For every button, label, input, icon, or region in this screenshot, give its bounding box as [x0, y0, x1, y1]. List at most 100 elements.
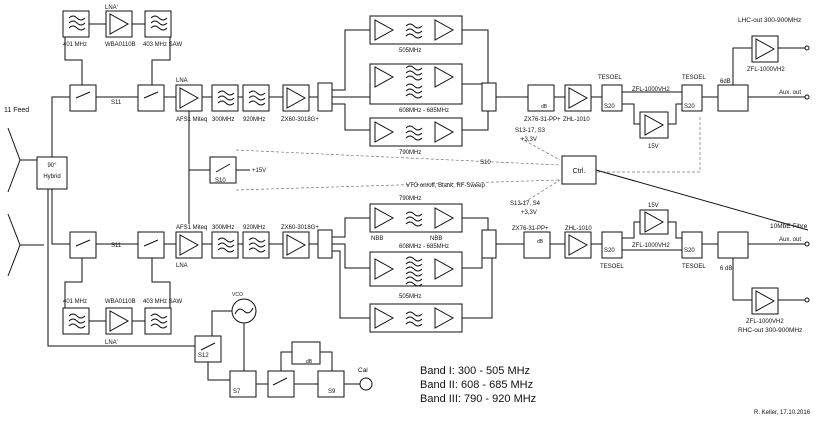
vco: VCO — [232, 292, 243, 298]
afs-bottom: AFS1 Miteq — [176, 225, 207, 231]
lna-main-top: LNA — [176, 78, 188, 84]
switch-s8 — [267, 370, 295, 398]
zhl-top: ZHL-1010 — [563, 117, 590, 123]
b608-bottom: 608MHz - 685MHz — [399, 244, 449, 250]
switch-bot-out — [137, 231, 165, 259]
attenuator-bottom — [523, 231, 551, 259]
filter-920-bottom — [242, 231, 270, 259]
tesoel-4: TESOEL — [682, 264, 706, 270]
band-2: Band II: 608 - 685 MHz — [420, 379, 533, 391]
ctrl-block — [561, 155, 597, 185]
hybrid-label-1: 90° — [47, 163, 57, 169]
s13-bot-a: S13-17, S4 — [510, 201, 541, 207]
s20-top-right — [681, 84, 703, 112]
wba-bottom: WBA0110B — [105, 299, 136, 305]
lna-prime-top: LNA' — [105, 5, 118, 11]
filter-920-top — [242, 84, 270, 112]
filter-401-top — [62, 10, 90, 38]
attenuator-cal — [291, 341, 321, 365]
b790-bottom: 790MHz — [399, 196, 421, 202]
zfl-bot-mid: ZFL-1000VH2 — [632, 243, 670, 249]
band-790-bottom — [369, 203, 463, 233]
ctrl: Ctrl. — [573, 168, 586, 175]
s20-4: S20 — [684, 248, 695, 254]
filter-403-bottom — [144, 307, 172, 335]
afs-top: AFS1 Miteq — [176, 117, 207, 123]
band-switch-top-out — [481, 82, 497, 112]
band-3: Band III: 790 - 920 MHz — [420, 393, 536, 405]
s20-2: S20 — [684, 104, 695, 110]
b505-top: 505MHz — [399, 48, 421, 54]
filter-403-top — [144, 10, 172, 38]
attenuator-top — [527, 84, 555, 112]
hybrid-label-2: Hybrid — [43, 174, 60, 180]
lna-main-bottom: LNA — [176, 263, 188, 269]
switch-s12 — [194, 335, 222, 363]
fibre: 10MbE Fibre — [770, 223, 808, 230]
switch-s7 — [229, 370, 257, 398]
db-cal: dB — [306, 359, 313, 365]
f920-top: 920MHz — [243, 117, 265, 123]
feed-label: 11 Feed — [4, 107, 29, 114]
s20-1: S20 — [604, 104, 615, 110]
zfl-top-mid: ZFL-1000VH2 — [632, 87, 670, 93]
s11-bottom: S11 — [111, 243, 122, 249]
b608-top: 608MHz - 685MHz — [399, 108, 449, 114]
zx60-bottom: ZX60-3018G+ — [281, 225, 319, 231]
vto: VTO on/off, Blank, RF-Sweep — [406, 183, 485, 189]
s13-top-b: +3,3V — [521, 137, 537, 143]
s20-bot-left — [601, 231, 623, 259]
tesoel-2: TESOEL — [682, 75, 706, 81]
nbb-right: NBB — [430, 236, 442, 242]
f920-bottom: 920MHz — [243, 225, 265, 231]
s13-bot-b: +3,3V — [521, 210, 537, 216]
credit: R. Keller, 17.10.2016 — [754, 410, 811, 416]
switch-top-in — [69, 84, 97, 112]
band-790-top — [369, 117, 463, 147]
db6-bottom: 6 dB — [720, 266, 732, 272]
aux-top: Aux. out — [779, 90, 801, 96]
band-switch-bot-out — [481, 229, 497, 259]
lna-prime-bottom: LNA' — [105, 340, 118, 346]
f403-bottom: 403 MHz SAW — [143, 299, 182, 305]
zx60-top: ZX60-3018G+ — [281, 117, 319, 123]
filter-300-bottom — [211, 231, 239, 259]
zx76-bottom: ZX76-31-PP+ — [512, 226, 549, 232]
db-bottom: dB — [537, 239, 544, 245]
v15-top: 15V — [648, 144, 659, 150]
s20-top-left — [601, 84, 623, 112]
f403-top: 403 MHz SAW — [143, 42, 182, 48]
switch-s10 — [209, 156, 237, 184]
b790-top: 790MHz — [399, 150, 421, 156]
b505-bottom: 505MHz — [399, 294, 421, 300]
s10-line: S10 — [480, 160, 491, 166]
s9: S9 — [328, 389, 336, 395]
zhl-bottom: ZHL-1010 — [565, 226, 592, 232]
aux-bottom: Aux. out — [779, 237, 801, 243]
filter-300-top — [211, 84, 239, 112]
lhc-out: LHC-out 300-900MHz — [738, 17, 801, 24]
switch-bot-in — [69, 231, 97, 259]
band-switch-top-in — [317, 82, 333, 112]
db-top: dB — [541, 104, 548, 110]
splitter-bottom — [717, 231, 749, 259]
db6-top: 6dB — [720, 79, 731, 85]
tesoel-1: TESOEL — [598, 75, 622, 81]
band-switch-bot-in — [317, 229, 333, 259]
nbb-left: NBB — [371, 236, 383, 242]
s20-3: S20 — [604, 248, 615, 254]
band-505-bottom — [369, 303, 463, 333]
band-1: Band I: 300 - 505 MHz — [420, 365, 530, 377]
zfl-rhc: ZFL-1000VH2 — [746, 319, 784, 325]
s7: S7 — [233, 389, 241, 395]
s12: S12 — [198, 353, 209, 359]
s20-bot-right — [681, 231, 703, 259]
f401-bottom: 401 MHz — [63, 299, 87, 305]
cal: Cal — [358, 367, 368, 374]
f300-bottom: 300MHz — [212, 225, 234, 231]
zfl-lhc: ZFL-1000VH2 — [747, 67, 785, 73]
zx76-top: ZX76-31-PP+ — [524, 117, 561, 123]
feed-antenna — [7, 127, 44, 277]
